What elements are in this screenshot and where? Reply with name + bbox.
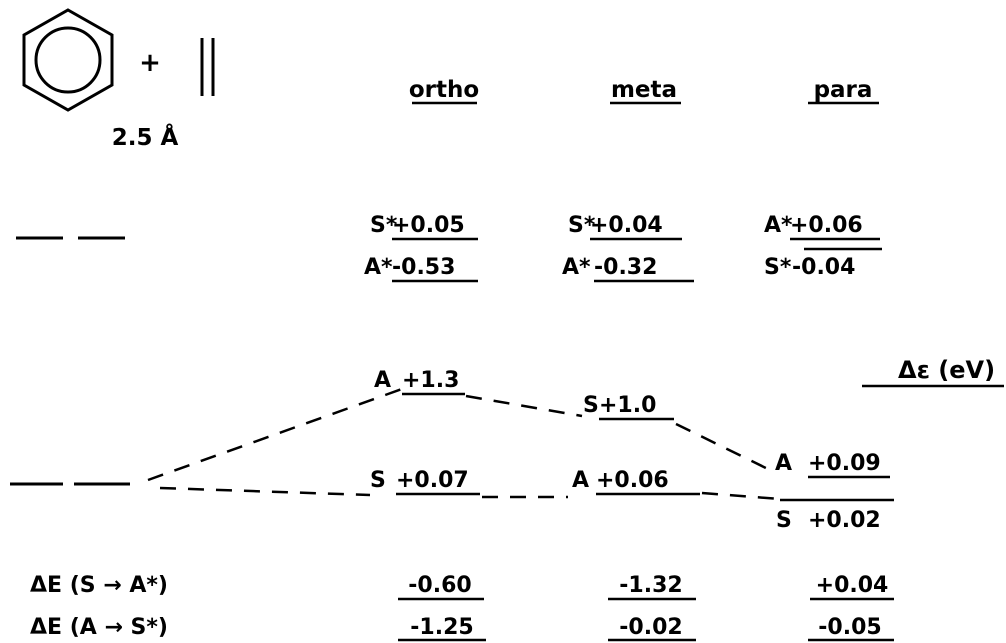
plus-sign: + <box>139 48 161 78</box>
delta-e-value: +0.04 <box>816 573 889 598</box>
level-value: +0.02 <box>808 508 881 533</box>
lower-levels-para: A +0.09 S +0.02 <box>775 451 894 533</box>
axis-label: Δε (eV) <box>898 356 995 384</box>
level-label: A <box>374 368 391 393</box>
level-label: S <box>583 393 599 418</box>
level-value: -0.53 <box>392 255 455 280</box>
benzene-icon <box>22 8 114 112</box>
level-label: A* <box>364 255 393 280</box>
level-value: +0.09 <box>808 451 881 476</box>
level-label: A <box>572 468 589 493</box>
level-label: S* <box>568 213 596 238</box>
level-label: S <box>776 508 792 533</box>
column-header-meta: meta <box>611 77 677 103</box>
lower-levels-ortho: A +1.3 S +0.07 <box>370 368 480 496</box>
level-label: A* <box>562 255 591 280</box>
level-label: A <box>775 451 792 476</box>
delta-e-value: -0.02 <box>619 615 682 640</box>
level-label: A* <box>764 213 793 238</box>
distance-label: 2.5 Å <box>112 123 179 151</box>
column-header-para: para <box>814 77 873 103</box>
level-value: +1.3 <box>402 368 459 393</box>
level-label: S* <box>764 255 792 280</box>
upper-levels-meta: S* +0.04 A* -0.32 <box>562 213 694 283</box>
column-header-ortho: ortho <box>409 77 479 103</box>
ethylene-icon <box>200 38 215 96</box>
upper-levels-para: A* +0.06 S* -0.04 <box>764 213 882 280</box>
delta-e-label: ΔE (S → A*) <box>30 573 168 598</box>
delta-e-value: -1.32 <box>619 573 682 598</box>
level-label: S* <box>370 213 398 238</box>
level-value: +0.05 <box>392 213 465 238</box>
level-value: -0.04 <box>792 255 855 280</box>
level-value: +0.06 <box>790 213 863 238</box>
delta-e-value: -1.25 <box>410 615 473 640</box>
delta-e-row-1: ΔE (S → A*) -0.60 -1.32 +0.04 <box>30 573 894 601</box>
correlation-lines <box>147 387 781 501</box>
level-value: +1.0 <box>599 393 656 418</box>
level-value: +0.07 <box>396 468 469 493</box>
delta-e-label: ΔE (A → S*) <box>30 615 168 640</box>
level-value: +0.04 <box>590 213 663 238</box>
level-value: +0.06 <box>596 468 669 493</box>
delta-e-value: -0.05 <box>818 615 881 640</box>
lower-levels-meta: S +1.0 A +0.06 <box>572 393 700 496</box>
level-label: S <box>370 468 386 493</box>
delta-e-row-2: ΔE (A → S*) -1.25 -0.02 -0.05 <box>30 615 894 642</box>
level-value: -0.32 <box>594 255 657 280</box>
upper-levels-ortho: S* +0.05 A* -0.53 <box>364 213 478 283</box>
delta-e-value: -0.60 <box>408 573 471 598</box>
